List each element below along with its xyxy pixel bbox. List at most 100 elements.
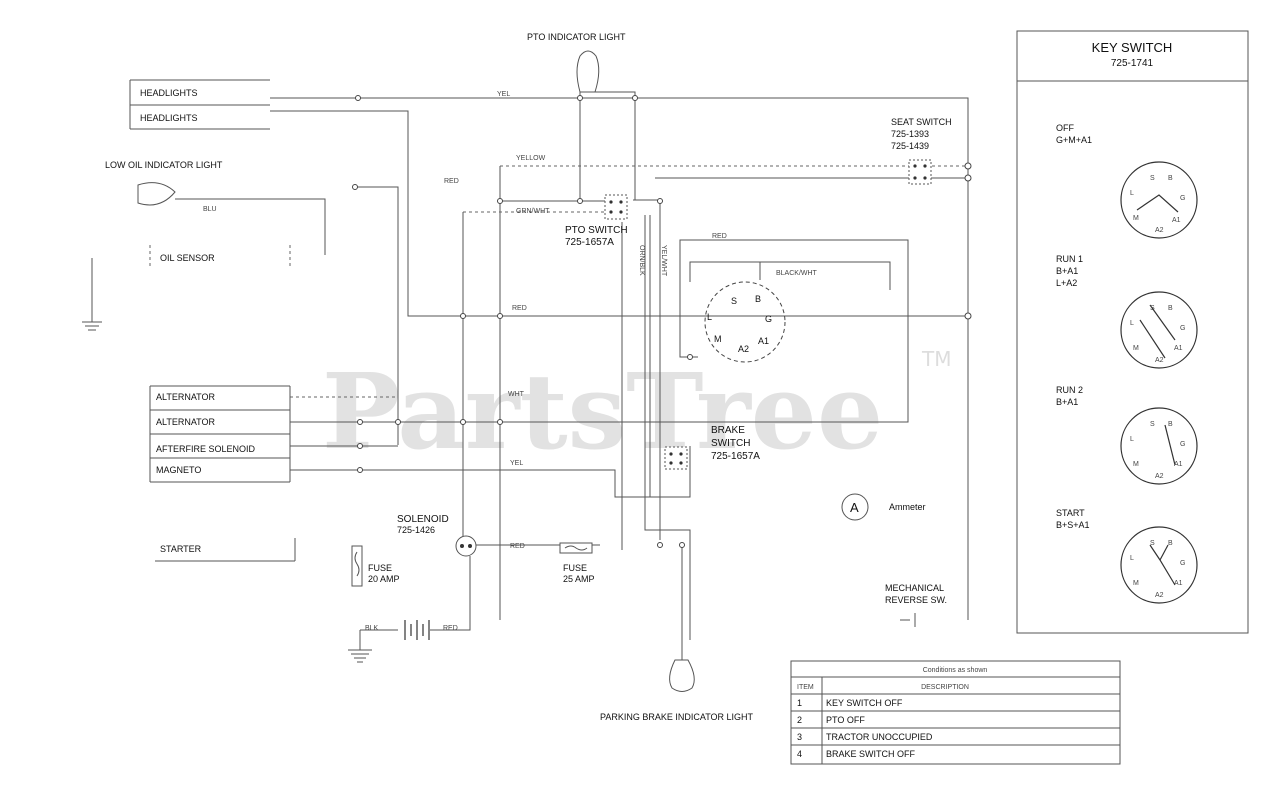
svg-text:A1: A1 — [1174, 580, 1183, 587]
svg-text:START: START — [1056, 508, 1085, 518]
svg-text:FUSE: FUSE — [368, 563, 392, 573]
svg-text:M: M — [1133, 345, 1139, 352]
svg-text:RED: RED — [444, 178, 459, 185]
svg-text:G: G — [1180, 325, 1185, 332]
svg-text:B+S+A1: B+S+A1 — [1056, 520, 1090, 530]
svg-text:S: S — [1150, 540, 1155, 547]
headlights-label-2: HEADLIGHTS — [140, 113, 198, 123]
alternator-label-1: ALTERNATOR — [156, 392, 216, 402]
svg-text:SOLENOID: SOLENOID — [397, 514, 449, 525]
svg-text:G: G — [1180, 195, 1185, 202]
svg-text:M: M — [1133, 580, 1139, 587]
condition-row-3: TRACTOR UNOCCUPIED — [826, 732, 933, 742]
svg-text:A2: A2 — [1155, 227, 1164, 234]
parking-brake-label: PARKING BRAKE INDICATOR LIGHT — [600, 712, 754, 722]
svg-text:FUSE: FUSE — [563, 563, 587, 573]
svg-text:YEL/WHT: YEL/WHT — [660, 245, 667, 277]
svg-text:RUN 2: RUN 2 — [1056, 385, 1083, 395]
svg-text:G: G — [1180, 441, 1185, 448]
svg-text:Ammeter: Ammeter — [889, 502, 926, 512]
oil-sensor-block: OIL SENSOR — [82, 245, 291, 331]
svg-text:RED: RED — [510, 543, 525, 550]
svg-text:BLK: BLK — [365, 625, 379, 632]
pto-switch: PTO SWITCH 725-1657A — [565, 194, 628, 248]
svg-text:A1: A1 — [1174, 345, 1183, 352]
svg-text:RED: RED — [712, 233, 727, 240]
svg-text:S: S — [731, 296, 737, 306]
svg-text:B: B — [1168, 175, 1173, 182]
solenoid: SOLENOID 725-1426 — [397, 514, 477, 557]
svg-text:A2: A2 — [1155, 473, 1164, 480]
svg-text:A2: A2 — [1155, 592, 1164, 599]
svg-text:G+M+A1: G+M+A1 — [1056, 135, 1092, 145]
magneto-label: MAGNETO — [156, 465, 201, 475]
svg-text:3: 3 — [797, 732, 802, 742]
svg-text:BRAKE: BRAKE — [711, 425, 745, 436]
solenoid-icon — [455, 535, 477, 557]
svg-text:A1: A1 — [1174, 461, 1183, 468]
col-item: ITEM — [797, 684, 814, 691]
svg-text:MECHANICAL: MECHANICAL — [885, 583, 944, 593]
key-switch-panel: KEY SWITCH 725-1741 OFF G+M+A1 L S B G M… — [1016, 30, 1249, 634]
alternator-label-2: ALTERNATOR — [156, 417, 216, 427]
svg-text:G: G — [1180, 560, 1185, 567]
svg-text:GRN/WHT: GRN/WHT — [516, 208, 550, 215]
svg-text:L: L — [1130, 555, 1134, 562]
svg-text:PTO SWITCH: PTO SWITCH — [565, 225, 628, 236]
oil-sensor-label: OIL SENSOR — [160, 253, 215, 263]
svg-text:S: S — [1150, 305, 1155, 312]
svg-text:2: 2 — [797, 715, 802, 725]
junction-nodes — [352, 95, 972, 548]
wire-color-labels: YEL YELLOW RED BLU GRN/WHT ORN/BLK YEL/W… — [203, 91, 818, 632]
svg-text:725-1657A: 725-1657A — [711, 451, 760, 462]
svg-text:A1: A1 — [758, 336, 769, 346]
ammeter-icon — [841, 493, 869, 521]
svg-text:725-1426: 725-1426 — [397, 525, 435, 535]
wires — [175, 91, 969, 660]
svg-text:B: B — [1168, 421, 1173, 428]
svg-text:WHT: WHT — [508, 391, 525, 398]
parking-brake-lamp-icon — [669, 659, 695, 692]
svg-text:L: L — [1130, 320, 1134, 327]
svg-text:BLACK/WHT: BLACK/WHT — [776, 270, 818, 277]
svg-text:L+A2: L+A2 — [1056, 278, 1077, 288]
ignition-switch: S B L G M A2 A1 — [704, 281, 786, 363]
svg-text:REVERSE SW.: REVERSE SW. — [885, 595, 947, 605]
afterfire-solenoid-label: AFTERFIRE SOLENOID — [156, 444, 256, 454]
condition-row-2: PTO OFF — [826, 715, 865, 725]
pto-lamp-icon — [576, 50, 600, 93]
col-description: DESCRIPTION — [921, 684, 969, 691]
svg-text:725-1439: 725-1439 — [891, 141, 929, 151]
condition-row-4: BRAKE SWITCH OFF — [826, 749, 916, 759]
conditions-table: Conditions as shown ITEM DESCRIPTION 1 K… — [790, 660, 1121, 765]
svg-text:YELLOW: YELLOW — [516, 155, 546, 162]
mechanical-reverse-switch: MECHANICAL REVERSE SW. — [885, 583, 947, 627]
fuse-right: FUSE 25 AMP — [559, 542, 595, 584]
svg-text:B+A1: B+A1 — [1056, 397, 1078, 407]
svg-text:RED: RED — [512, 305, 527, 312]
svg-text:B: B — [755, 294, 761, 304]
svg-text:25 AMP: 25 AMP — [563, 574, 595, 584]
key-dial-run1: L S B G M A1 A2 — [1120, 291, 1198, 369]
condition-row-1: KEY SWITCH OFF — [826, 698, 903, 708]
starter-label: STARTER — [160, 544, 202, 554]
svg-text:RUN 1: RUN 1 — [1056, 254, 1083, 264]
ammeter: A Ammeter — [841, 493, 926, 521]
svg-text:A2: A2 — [738, 344, 749, 354]
svg-text:4: 4 — [797, 749, 802, 759]
headlights-block: HEADLIGHTS HEADLIGHTS — [129, 79, 270, 130]
svg-text:SWITCH: SWITCH — [711, 438, 750, 449]
fuse-left: FUSE 20 AMP — [351, 545, 400, 587]
battery — [348, 620, 430, 663]
svg-text:L: L — [1130, 190, 1134, 197]
key-dial-start: L S B G M A1 A2 — [1120, 526, 1198, 604]
svg-text:RED: RED — [443, 625, 458, 632]
key-dial-off: L S B G M A1 A2 — [1120, 161, 1198, 239]
svg-text:725-1657A: 725-1657A — [565, 237, 614, 248]
svg-text:20 AMP: 20 AMP — [368, 574, 400, 584]
svg-text:M: M — [1133, 215, 1139, 222]
svg-text:OFF: OFF — [1056, 123, 1074, 133]
svg-text:SEAT SWITCH: SEAT SWITCH — [891, 117, 952, 127]
key-dial-run2: L S B G M A1 A2 — [1120, 407, 1198, 485]
